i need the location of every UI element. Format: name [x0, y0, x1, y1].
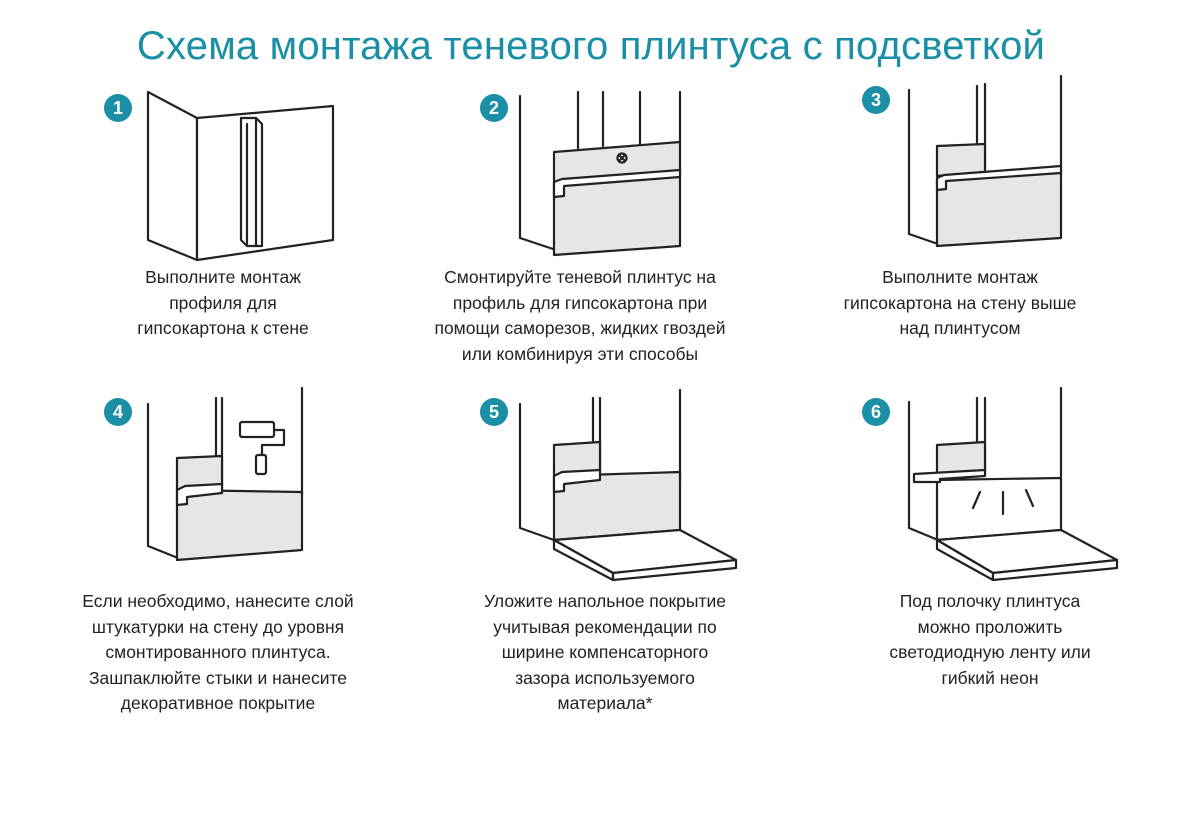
step-4-badge: 4 [104, 398, 132, 426]
step-1-badge: 1 [104, 94, 132, 122]
led-light-rays-icon [971, 488, 1035, 516]
paint-roller-icon [238, 420, 286, 476]
floor-covering-shape [935, 528, 1119, 582]
page-title: Схема монтажа теневого плинтуса с подсве… [136, 24, 1046, 68]
drywall-profile-shape [239, 116, 264, 248]
shadow-skirting-board-shape [935, 164, 1063, 248]
step-3-badge: 3 [862, 86, 890, 114]
step-6-badge: 6 [862, 398, 890, 426]
wall-shape [907, 386, 1063, 542]
step-5-badge: 5 [480, 398, 508, 426]
screw-icon [616, 152, 628, 164]
shadow-skirting-board-shape [912, 468, 1063, 542]
wall-studs-shape [518, 90, 682, 252]
step-2-badge: 2 [480, 94, 508, 122]
floor-covering-shape [552, 528, 738, 582]
wall-corner-shape [146, 90, 335, 262]
shadow-skirting-board-shape [175, 482, 304, 562]
shadow-skirting-board-shape [552, 140, 682, 257]
wall-shape [146, 386, 304, 560]
